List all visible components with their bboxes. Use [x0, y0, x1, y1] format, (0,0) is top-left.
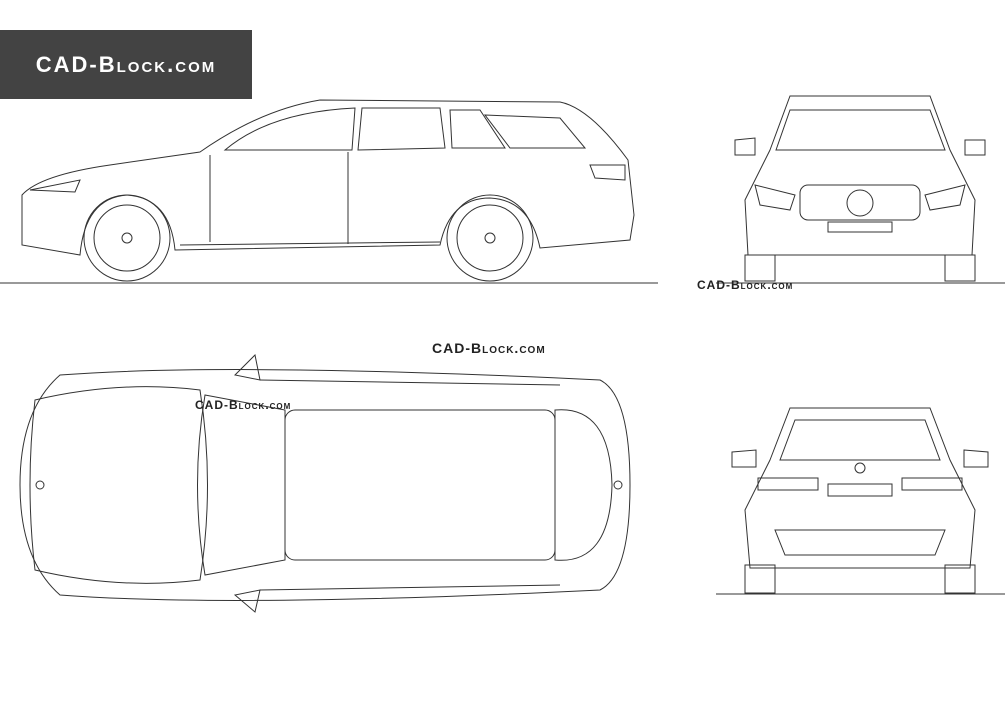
front-view: [716, 95, 1005, 284]
rear-view: [716, 407, 1005, 595]
watermark-front: CAD-Block.com: [697, 278, 794, 292]
cad-block-logo: CAD-Block.com: [0, 30, 252, 99]
side-view: [0, 99, 658, 284]
top-view: [19, 353, 631, 613]
watermark-top: CAD-Block.com: [432, 340, 546, 356]
watermark-top-car: CAD-Block.com: [195, 398, 292, 412]
